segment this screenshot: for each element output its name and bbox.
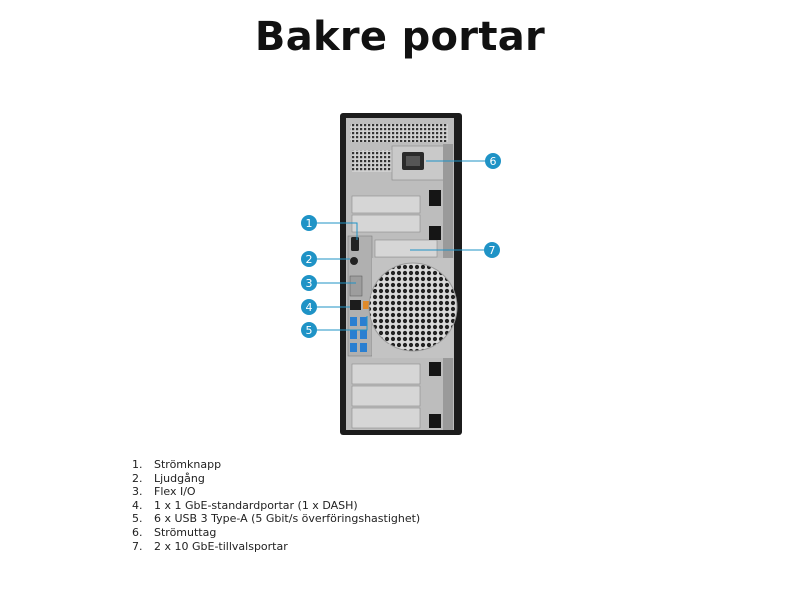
legend-item: 2.Ljudgång [132, 471, 205, 485]
expansion-slot [351, 195, 421, 214]
svg-text:4: 4 [306, 301, 313, 314]
usb-port [350, 330, 357, 339]
legend-item: 3.Flex I/O [132, 485, 196, 499]
workstation-rear [340, 113, 462, 435]
callout-badge-4: 4 [301, 299, 317, 315]
svg-text:7: 7 [489, 244, 496, 257]
slot-latch [429, 226, 441, 240]
leader-line-1 [317, 222, 358, 240]
leader-line-5 [317, 316, 368, 331]
page-title: Bakre portar [254, 14, 546, 60]
expansion-slot [351, 407, 421, 429]
callout-badge-5: 5 [301, 322, 317, 338]
ethernet-port [350, 300, 361, 310]
legend-item: 6.Strömuttag [132, 525, 217, 539]
legend-item: 5.6 x USB 3 Type-A (5 Gbit/s överförings… [132, 512, 421, 526]
svg-text:1: 1 [306, 217, 313, 230]
slot-latch [429, 414, 441, 428]
expansion-slot [351, 214, 421, 233]
expansion-slot [374, 239, 438, 258]
callout-badge-6: 6 [485, 153, 501, 169]
expansion-slot [351, 385, 421, 407]
flex-io-port [349, 275, 363, 297]
callout-badge-2: 2 [301, 251, 317, 267]
usb-port [360, 317, 367, 326]
svg-text:6: 6 [490, 155, 497, 168]
usb-port [360, 330, 367, 339]
usb-port [360, 343, 367, 352]
callout-badge-1: 1 [301, 215, 317, 231]
usb-port [350, 317, 357, 326]
legend-item: 1.Strömknapp [132, 458, 222, 471]
psu-grille-left [352, 150, 392, 172]
fan-grille [368, 262, 458, 352]
legend-item: 4.1 x 1 GbE-standardportar (1 x DASH) [132, 498, 358, 512]
svg-text:2: 2 [306, 253, 313, 266]
psu-grille-top [350, 124, 448, 142]
slot-latch [429, 362, 441, 376]
slot-latch [429, 190, 441, 206]
legend-item: 7.2 x 10 GbE-tillvalsportar [132, 539, 288, 553]
callout-badge-3: 3 [301, 275, 317, 291]
svg-text:3: 3 [306, 277, 313, 290]
svg-text:5: 5 [306, 324, 313, 337]
audio-jack [350, 257, 358, 265]
callout-badge-7: 7 [484, 242, 500, 258]
power-button [351, 237, 359, 251]
expansion-slot [351, 363, 421, 385]
usb-port [350, 343, 357, 352]
port-legend: 1.Strömknapp 2.Ljudgång 3.Flex I/O 4.1 x… [132, 458, 420, 553]
leader-lines [317, 160, 486, 331]
